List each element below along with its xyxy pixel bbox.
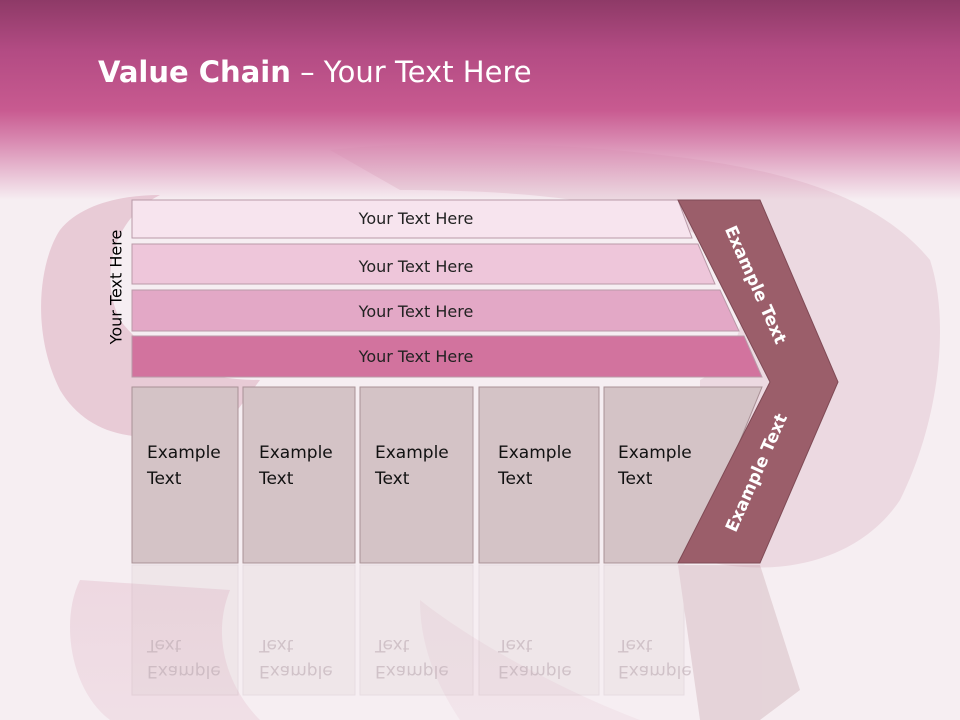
- bar-1: [131, 199, 693, 239]
- header-band: [0, 0, 960, 200]
- bar-label-4: Your Text Here: [358, 347, 474, 366]
- cell-2: [242, 386, 356, 564]
- diagram-reflection: [131, 564, 800, 720]
- title-bold: Value Chain: [98, 55, 291, 89]
- bar-label-3: Your Text Here: [358, 302, 474, 321]
- slide-title: Value Chain – Your Text Here: [98, 55, 532, 89]
- bar-label-2: Your Text Here: [358, 257, 474, 276]
- chevron-arrow: [677, 199, 839, 564]
- bar-2: [131, 243, 716, 285]
- title-rest: – Your Text Here: [290, 55, 532, 89]
- cell-3: [359, 386, 474, 564]
- bar-3: [131, 289, 740, 332]
- bar-label-1: Your Text Here: [358, 209, 474, 228]
- cell-4: [478, 386, 600, 564]
- cell-1: [131, 386, 239, 564]
- bar-4: [131, 335, 763, 378]
